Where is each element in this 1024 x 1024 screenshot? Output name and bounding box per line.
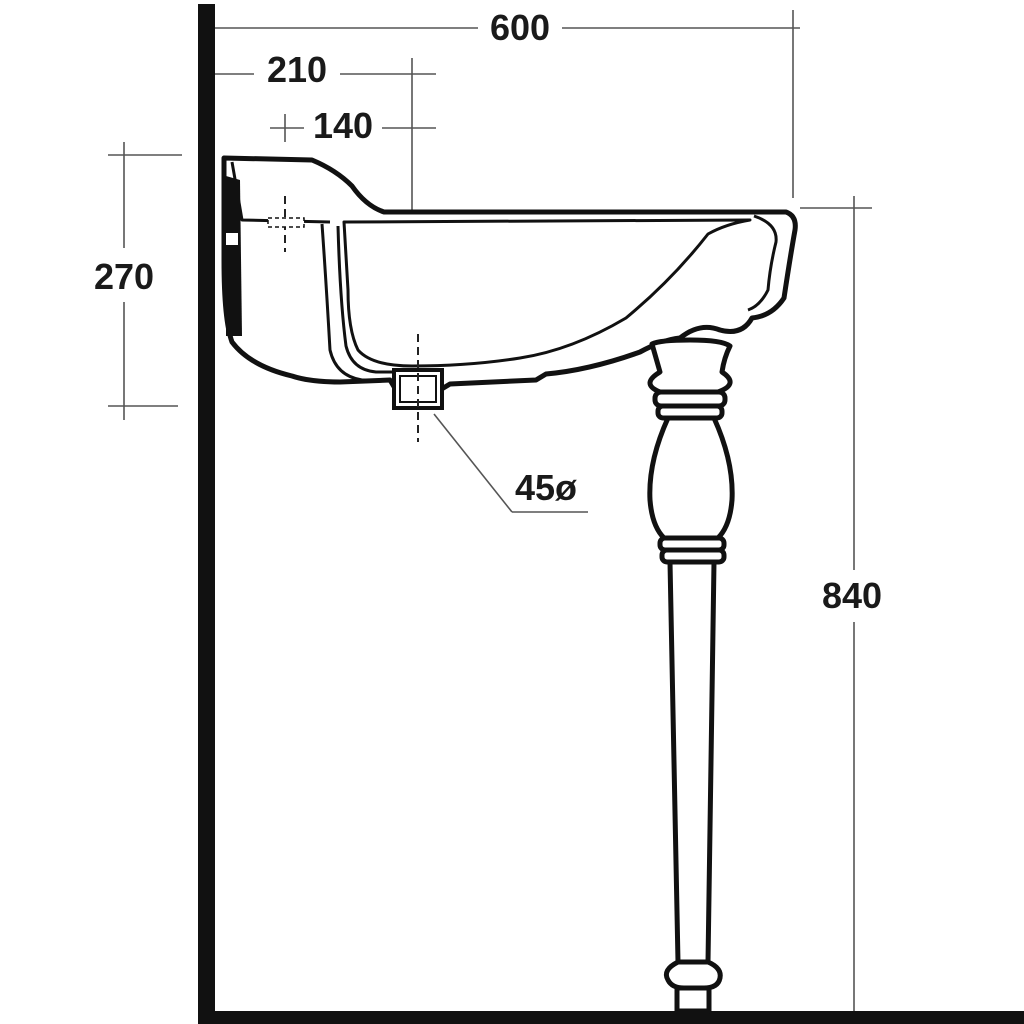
dimension-wall-to-tap: 210 <box>215 49 436 210</box>
pedestal-leg-base <box>674 985 712 1014</box>
waste-outlet <box>392 334 444 442</box>
dimension-label-wall-to-tap: 210 <box>267 49 327 90</box>
dimension-label-rim-height: 840 <box>822 575 882 616</box>
pedestal-leg <box>647 337 735 1014</box>
basin-overflow-channel <box>320 223 392 382</box>
basin-overflow-channel-inner <box>336 225 394 374</box>
dimension-basin-height: 270 <box>94 142 182 420</box>
dimension-label-overall-width: 600 <box>490 7 550 48</box>
dimension-overall-width: 600 <box>215 7 800 198</box>
basin-wall-bracket <box>224 231 240 247</box>
wall-and-floor <box>198 4 1024 1024</box>
dimension-label-waste-diameter: 45ø <box>515 467 577 508</box>
floor <box>198 1011 1024 1024</box>
basin-front-rim <box>747 214 778 312</box>
dimension-label-tap-offset: 140 <box>313 105 373 146</box>
pedestal-leg-bulb <box>647 415 735 541</box>
dimension-rim-height: 840 <box>800 196 882 1011</box>
wall <box>198 4 215 1024</box>
dimension-tap-offset: 140 <box>270 105 436 146</box>
pedestal-leg-top-collar <box>647 337 733 395</box>
tap-hole <box>267 217 305 228</box>
pedestal-leg-foot <box>663 959 723 991</box>
pedestal-leg-shaft <box>667 559 717 965</box>
basin-bowl-inner <box>342 218 752 368</box>
basin-wall-strip <box>226 176 242 336</box>
basin <box>221 155 798 393</box>
dimension-label-basin-height: 270 <box>94 256 154 297</box>
dimension-waste-diameter: 45ø <box>433 413 588 513</box>
basin-outer-shell <box>221 155 798 393</box>
